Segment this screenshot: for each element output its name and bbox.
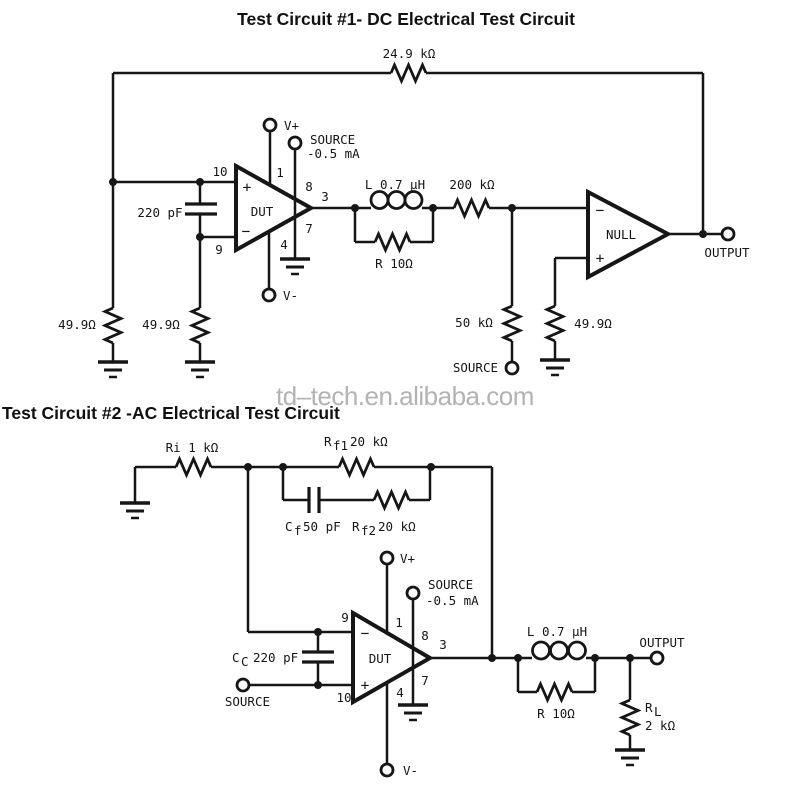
output-terminal (649, 650, 665, 666)
label-damping-resistor: R 10Ω (375, 256, 413, 271)
label-pin-1: 1 (276, 165, 284, 180)
dut-minus-sign: − (361, 626, 370, 642)
label-vplus: V+ (284, 118, 299, 133)
bias-source-terminal (287, 135, 303, 151)
wire (111, 71, 722, 362)
label-pin-10: 10 (212, 164, 227, 179)
junction-dots (244, 463, 634, 689)
label-pin-10: 10 (336, 690, 351, 705)
label-source-in: SOURCE (225, 694, 270, 709)
ground-symbol (98, 360, 128, 379)
dut-minus-sign: − (242, 224, 251, 240)
vminus-terminal (379, 762, 395, 778)
vplus-terminal (379, 550, 395, 566)
circuit1-title: Test Circuit #1- DC Electrical Test Circ… (237, 9, 575, 29)
label-bias-source: SOURCE (310, 132, 355, 147)
label-inductor: L 0.7 μH (527, 624, 587, 639)
label-pin-8: 8 (421, 628, 429, 643)
vminus-terminal (261, 287, 277, 303)
ground-symbol (185, 360, 215, 379)
ground-symbol (615, 748, 645, 767)
label-pin-9: 9 (215, 242, 223, 257)
watermark: td–tech.en.alibaba.com (276, 381, 534, 411)
label-vminus: V- (283, 288, 298, 303)
inductor-coil (369, 190, 424, 210)
resistor-rf1 (337, 455, 376, 479)
source-terminal (235, 677, 251, 693)
label-vminus: V- (403, 763, 418, 778)
ground-symbol (280, 257, 310, 276)
ground-symbol (398, 703, 428, 722)
dut-opamp (351, 609, 434, 706)
label-source-in: SOURCE (453, 360, 498, 375)
wire (133, 465, 651, 764)
label-pin-4: 4 (280, 237, 288, 252)
label-cf: Cf50 pF (285, 519, 341, 538)
label-series-resistor: 200 kΩ (449, 177, 495, 192)
resistor-ri (174, 455, 213, 479)
label-inductor: L 0.7 μH (365, 177, 425, 192)
ground-symbol (120, 501, 150, 520)
label-dut: DUT (251, 204, 274, 219)
resistor-49.9-b (188, 306, 212, 345)
bias-source-terminal (405, 585, 421, 601)
null-opamp (586, 188, 673, 281)
resistor-r10 (535, 680, 574, 704)
resistor-49.9-a (101, 306, 125, 345)
resistor-200k (452, 196, 491, 220)
resistor-24.9k (389, 61, 428, 85)
label-pin-4: 4 (396, 685, 404, 700)
resistor-r10 (373, 230, 412, 254)
vplus-terminal (262, 117, 278, 133)
resistor-49.9-null (543, 304, 567, 343)
label-pin-3: 3 (321, 189, 329, 204)
label-bias-value: -0.5 mA (426, 593, 479, 608)
label-null: NULL (606, 227, 636, 242)
label-bias-source: SOURCE (428, 577, 473, 592)
label-pin-8: 8 (305, 179, 313, 194)
source-terminal (504, 360, 520, 376)
label-49.9-null: 49.9Ω (574, 316, 612, 331)
null-plus-sign: + (596, 251, 605, 267)
resistor-50k (500, 304, 524, 343)
label-50k: 50 kΩ (455, 315, 493, 330)
junction-dots (109, 178, 707, 241)
resistor-rl (618, 698, 642, 737)
circuit1-diagram: 24.9 kΩ 220 pF 49.9Ω 49.9Ω 10 9 + − DUT … (58, 46, 750, 379)
capacitor-cf (307, 487, 321, 513)
circuit2-title: Test Circuit #2 -AC Electrical Test Circ… (2, 403, 340, 423)
capacitor-cc (302, 650, 334, 664)
capacitor-220pf (185, 202, 217, 216)
label-dut: DUT (369, 651, 392, 666)
label-pin-7: 7 (305, 221, 313, 236)
ground-symbol (540, 358, 570, 377)
label-bias-value: -0.5 mA (307, 146, 360, 161)
label-pin-3: 3 (439, 637, 447, 652)
label-ri: Ri 1 kΩ (166, 440, 219, 455)
label-feedback-resistor: 24.9 kΩ (383, 46, 436, 61)
label-resistor-49.9-a: 49.9Ω (58, 317, 96, 332)
dut-opamp (234, 162, 316, 254)
label-output: OUTPUT (704, 245, 750, 260)
dut-plus-sign: + (361, 678, 370, 694)
resistor-rf2 (372, 488, 411, 512)
output-terminal (720, 226, 736, 242)
label-pin-1: 1 (395, 615, 403, 630)
label-pin-9: 9 (341, 610, 349, 625)
dut-plus-sign: + (243, 180, 252, 196)
inductor-coil (531, 640, 587, 661)
label-input-capacitor: 220 pF (137, 205, 182, 220)
label-vplus: V+ (400, 551, 415, 566)
label-output: OUTPUT (639, 635, 685, 650)
label-damping-resistor: R 10Ω (537, 706, 575, 721)
null-minus-sign: − (596, 203, 605, 219)
label-resistor-49.9-b: 49.9Ω (142, 317, 180, 332)
label-pin-7: 7 (421, 673, 429, 688)
